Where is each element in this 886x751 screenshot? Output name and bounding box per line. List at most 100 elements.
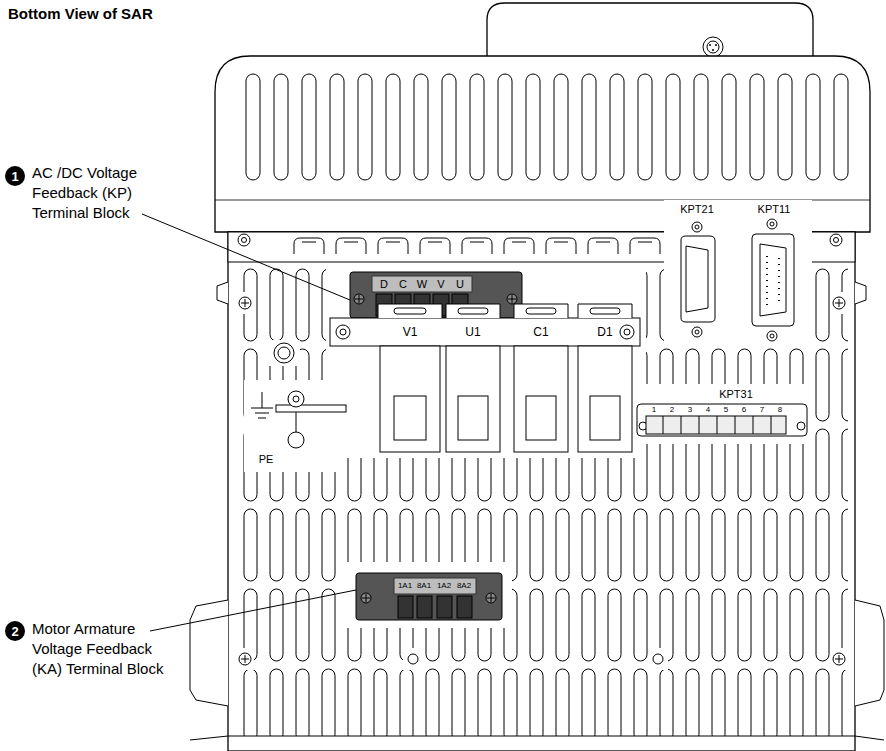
power-terminal xyxy=(458,308,488,314)
screw xyxy=(833,653,845,665)
kpt31-terminal-strip xyxy=(637,404,807,436)
screw xyxy=(238,234,250,246)
sub-d-connector xyxy=(752,234,794,326)
power-terminal xyxy=(378,304,632,318)
clear-zone xyxy=(326,266,646,458)
mounting-plate xyxy=(190,600,228,706)
terminal-name: 1A2 xyxy=(437,582,451,590)
clear-zone xyxy=(830,648,848,670)
power-terminal xyxy=(578,346,632,452)
sub-d-connector xyxy=(767,219,777,229)
screw xyxy=(835,299,843,307)
terminal-name: D1 xyxy=(597,326,612,338)
sub-d-connector xyxy=(695,225,699,229)
sub-d-connector xyxy=(681,236,715,322)
terminal-name: C1 xyxy=(533,326,548,338)
top-cover xyxy=(715,44,717,46)
mounting-plate xyxy=(855,600,884,706)
power-terminal xyxy=(340,329,346,335)
screw xyxy=(239,297,251,309)
sub-d-connector xyxy=(770,222,774,226)
clear-zone xyxy=(236,648,254,670)
top-cover xyxy=(703,37,723,57)
pin-number: 5 xyxy=(724,406,728,414)
terminal-name: D xyxy=(380,279,388,290)
mounting-plate xyxy=(855,282,866,304)
ka-terminal-block xyxy=(487,594,495,602)
power-terminal xyxy=(394,396,426,440)
clear-zone xyxy=(630,384,814,444)
kp-terminal-block xyxy=(354,294,364,304)
power-terminal xyxy=(590,308,620,314)
top-cover xyxy=(709,44,711,46)
clear-zone xyxy=(268,340,300,366)
power-terminal xyxy=(526,396,556,440)
upper-housing xyxy=(215,56,870,232)
callout-marker xyxy=(5,166,25,186)
power-terminal xyxy=(446,346,500,452)
kpt31-terminal-strip xyxy=(797,422,805,430)
clear-zone xyxy=(346,562,512,628)
power-terminal xyxy=(624,329,630,335)
pin-number: 8 xyxy=(778,406,782,414)
power-terminal xyxy=(590,396,620,440)
ground-stud xyxy=(293,396,299,402)
sub-d-connector xyxy=(770,334,774,338)
ka-terminal-block xyxy=(362,594,370,602)
power-terminal xyxy=(458,396,488,440)
pin-number: 3 xyxy=(688,406,692,414)
sub-d-connector xyxy=(686,246,708,312)
terminal-name: W xyxy=(417,279,427,290)
callout-text: Motor Armature Voltage Feedback (KA) Ter… xyxy=(32,619,164,679)
upper-housing xyxy=(240,72,856,184)
power-terminal xyxy=(380,346,440,452)
sub-d-connector xyxy=(760,244,786,316)
ka-terminal-block xyxy=(356,573,502,620)
pin-number: 6 xyxy=(742,406,746,414)
screw xyxy=(653,654,663,664)
screw xyxy=(241,655,249,663)
terminal-name: U1 xyxy=(465,326,480,338)
power-terminal xyxy=(526,308,556,314)
terminal-name: V xyxy=(437,279,444,290)
clear-zone xyxy=(244,380,340,472)
screw xyxy=(278,347,290,359)
callout-number: 2 xyxy=(11,625,18,638)
mounting-plate xyxy=(228,736,855,737)
connector-label: KPT11 xyxy=(758,204,791,215)
kp-terminal-block xyxy=(507,294,517,304)
ka-terminal-block xyxy=(486,593,496,603)
mounting-plate xyxy=(190,232,884,751)
callout-text: AC /DC Voltage Feedback (KP) Terminal Bl… xyxy=(32,163,182,223)
terminal-name: 8A2 xyxy=(457,582,471,590)
screw xyxy=(833,297,845,309)
screw xyxy=(241,299,249,307)
screw xyxy=(274,343,294,363)
kpt31-terminal-strip xyxy=(663,416,771,434)
pin-number: 2 xyxy=(670,406,674,414)
clear-zone xyxy=(236,292,254,314)
pin-number: 7 xyxy=(760,406,764,414)
ground-label: PE xyxy=(259,454,274,465)
ka-terminal-block xyxy=(394,578,476,594)
clear-zone xyxy=(648,648,668,670)
mounting-plate xyxy=(217,282,228,304)
callout-number: 1 xyxy=(11,170,18,183)
power-terminal xyxy=(394,308,426,314)
screw xyxy=(408,654,418,664)
ka-terminal-block xyxy=(356,573,502,620)
callout-marker xyxy=(5,621,25,641)
ground-stud xyxy=(288,391,304,407)
ground-stud xyxy=(251,391,346,448)
screw xyxy=(242,238,247,243)
clear-zone xyxy=(236,200,848,670)
kp-terminal-block xyxy=(355,295,363,303)
terminal-name: V1 xyxy=(403,326,418,338)
top-cover xyxy=(707,41,719,53)
callout-marker xyxy=(142,214,350,300)
figure-title: Bottom View of SAR xyxy=(8,5,153,23)
kpt31-terminal-strip xyxy=(637,404,807,436)
sub-d-connector xyxy=(767,331,777,341)
